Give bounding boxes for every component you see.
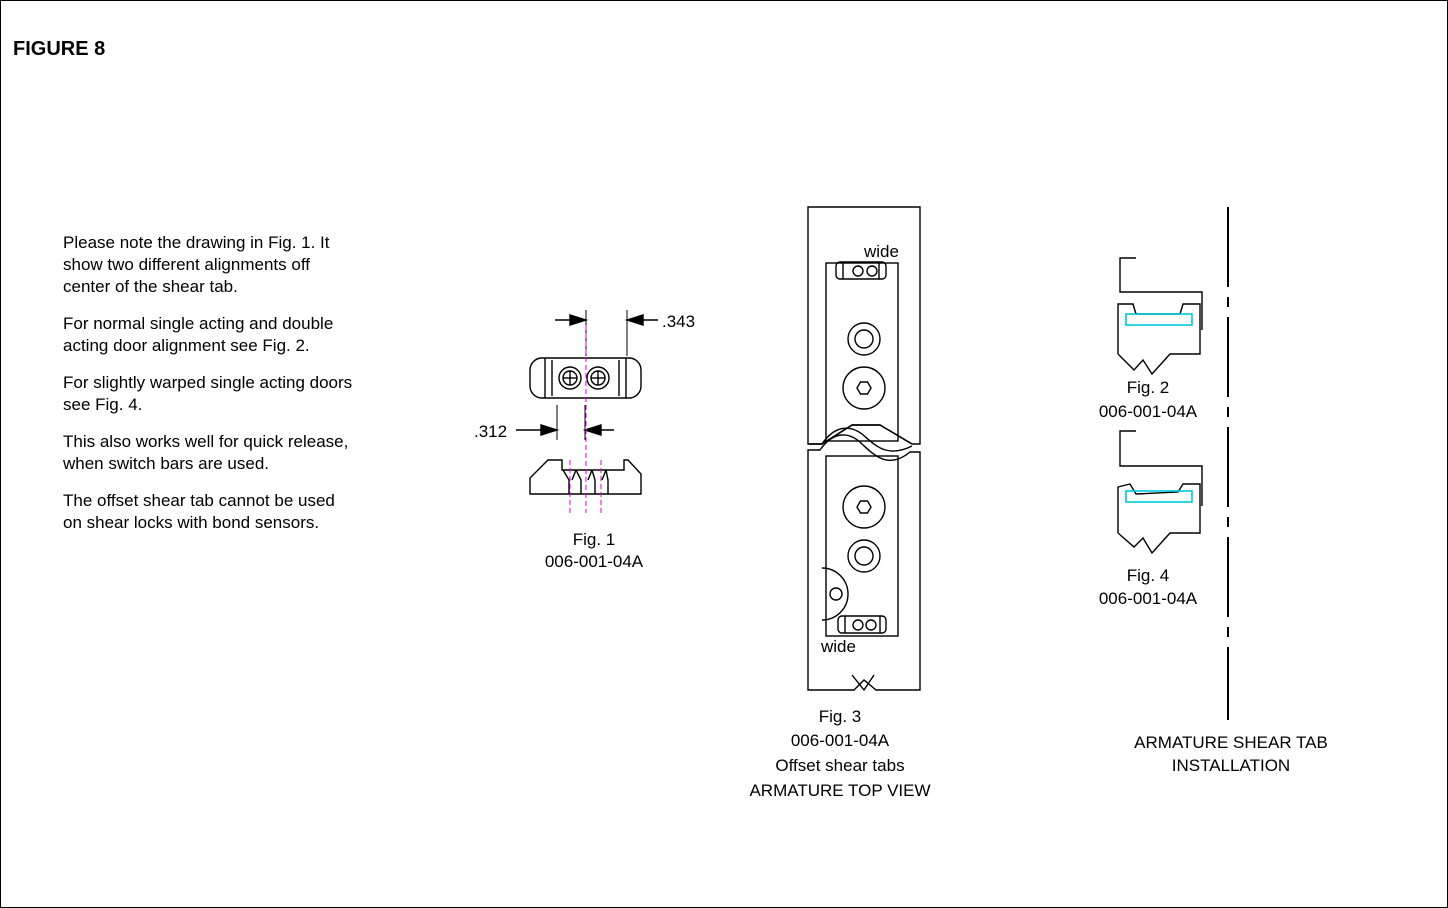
- note-paragraph: Please note the drawing in Fig. 1. It sh…: [63, 233, 330, 296]
- fig2-caption-line1: Fig. 2: [1127, 378, 1170, 397]
- fig3-caption-line4: ARMATURE TOP VIEW: [749, 781, 930, 800]
- figure-title: FIGURE 8: [13, 38, 106, 60]
- fig3-caption-line2: 006-001-04A: [791, 731, 890, 750]
- fig2-installation: [1117, 257, 1203, 376]
- fig4-caption-line2: 006-001-04A: [1099, 589, 1198, 608]
- fig1-centerlines: [569, 325, 602, 513]
- note-paragraph: For slightly warped single acting doors …: [63, 373, 353, 414]
- note-paragraph: For normal single acting and double acti…: [63, 314, 334, 355]
- fig2-shear-tab-highlight: [1125, 313, 1193, 326]
- fig3-caption-line1: Fig. 3: [819, 707, 862, 726]
- note-paragraph: The offset shear tab cannot be used on s…: [63, 491, 335, 532]
- fig2-caption-line2: 006-001-04A: [1099, 402, 1198, 421]
- fig3-label-wide-top: wide: [863, 242, 899, 261]
- fig1-shear-tab-side: [529, 459, 642, 495]
- fig1-caption-line2: 006-001-04A: [545, 552, 644, 571]
- notes-text-block: Please note the drawing in Fig. 1. It sh…: [63, 232, 353, 549]
- note-paragraph: This also works well for quick release, …: [63, 432, 349, 473]
- installation-caption-line2: INSTALLATION: [1172, 756, 1290, 775]
- fig4-caption-line1: Fig. 4: [1127, 566, 1170, 585]
- fig3-shear-tab-bottom: [837, 615, 887, 634]
- fig3-lower-armature: [807, 434, 921, 691]
- fig3-label-wide-bottom: wide: [820, 637, 856, 656]
- fig1-drawing: [516, 310, 658, 513]
- installation-caption-line1: ARMATURE SHEAR TAB: [1134, 733, 1328, 752]
- fig1-dim-312: .312: [474, 422, 507, 441]
- fig4-shear-tab-highlight: [1125, 490, 1193, 503]
- fig1-dim-343: .343: [662, 312, 695, 331]
- fig3-armature: [807, 206, 921, 692]
- fig4-installation: [1117, 430, 1203, 555]
- fig1-caption-line1: Fig. 1: [573, 530, 616, 549]
- fig3-shear-tab-top: [835, 261, 887, 280]
- fig3-caption-line3: Offset shear tabs: [775, 756, 904, 775]
